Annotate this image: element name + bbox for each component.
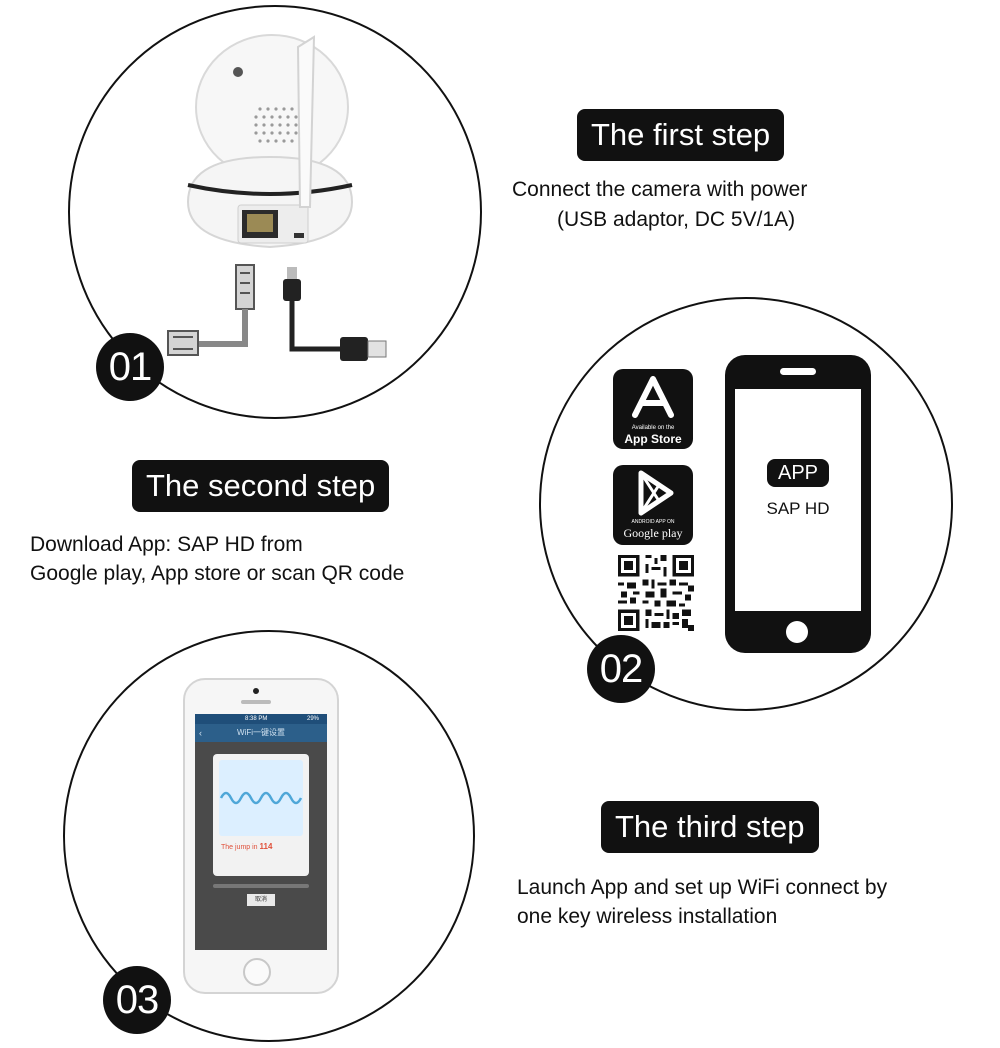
wifi-wave-icon — [219, 791, 303, 805]
app-store-small-text: Available on the — [631, 425, 675, 431]
phone-earpiece — [241, 700, 271, 704]
google-play-label: Google play — [623, 526, 683, 540]
phone-speaker — [780, 368, 816, 375]
status-battery: 29% — [306, 716, 319, 722]
google-play-icon — [638, 470, 674, 516]
screen-header: ‹ WiFi一键设置 — [195, 724, 327, 742]
step2-title: The second step — [132, 460, 390, 512]
app-store-icon — [632, 376, 674, 418]
google-play-small-text: ANDROID APP ON — [631, 519, 675, 525]
screen-title: WiFi一键设置 — [237, 728, 285, 737]
step-number-02: 02 — [587, 635, 655, 703]
step1-description-line2: (USB adaptor, DC 5V/1A) — [557, 208, 796, 231]
app-badge: APP — [767, 459, 829, 487]
app-store-label: App Store — [624, 432, 682, 446]
google-play-badge[interactable]: ANDROID APP ON Google play — [613, 465, 693, 545]
step-number-01: 01 — [96, 333, 164, 401]
camera-illustration — [167, 34, 387, 361]
step1-title: The first step — [577, 109, 785, 161]
status-bar: 8:38 PM 29% — [195, 714, 327, 724]
countdown-row: The jump in 114 — [213, 842, 309, 851]
app-store-badge[interactable]: Available on the App Store — [613, 369, 693, 449]
wifi-setup-screen: 8:38 PM 29% ‹ WiFi一键设置 The jump in 114 — [195, 714, 327, 950]
phone-mockup: APP SAP HD — [725, 355, 871, 653]
back-icon[interactable]: ‹ — [199, 728, 202, 738]
step1-circle: 01 — [68, 5, 482, 419]
step2-description-line1: Download App: SAP HD from — [30, 533, 303, 556]
phone-camera — [253, 688, 259, 694]
status-time: 8:38 PM — [245, 716, 268, 722]
dialog-note-placeholder — [213, 884, 309, 888]
countdown-value: 114 — [259, 842, 273, 851]
step-number-03: 03 — [103, 966, 171, 1034]
phone-home-button — [786, 621, 808, 643]
app-name: SAP HD — [766, 499, 830, 518]
qr-code-icon[interactable] — [618, 555, 694, 631]
phone-home-button[interactable] — [243, 958, 271, 986]
step3-description-line1: Launch App and set up WiFi connect by — [517, 876, 888, 899]
phone-screen: APP SAP HD — [735, 389, 861, 611]
step3-title: The third step — [601, 801, 819, 853]
wave-panel — [219, 760, 303, 836]
countdown-text: The jump in — [221, 844, 258, 851]
step1-description-line1: Connect the camera with power — [512, 178, 808, 201]
step2-circle: Available on the App Store ANDROID APP O… — [539, 297, 953, 711]
wifi-dialog: The jump in 114 — [213, 754, 309, 876]
white-phone: 8:38 PM 29% ‹ WiFi一键设置 The jump in 114 — [183, 678, 339, 994]
step3-circle: 8:38 PM 29% ‹ WiFi一键设置 The jump in 114 — [63, 630, 475, 1042]
cancel-button[interactable]: 取消 — [247, 894, 275, 906]
step3-description-line2: one key wireless installation — [517, 905, 778, 928]
step2-description-line2: Google play, App store or scan QR code — [30, 562, 405, 585]
